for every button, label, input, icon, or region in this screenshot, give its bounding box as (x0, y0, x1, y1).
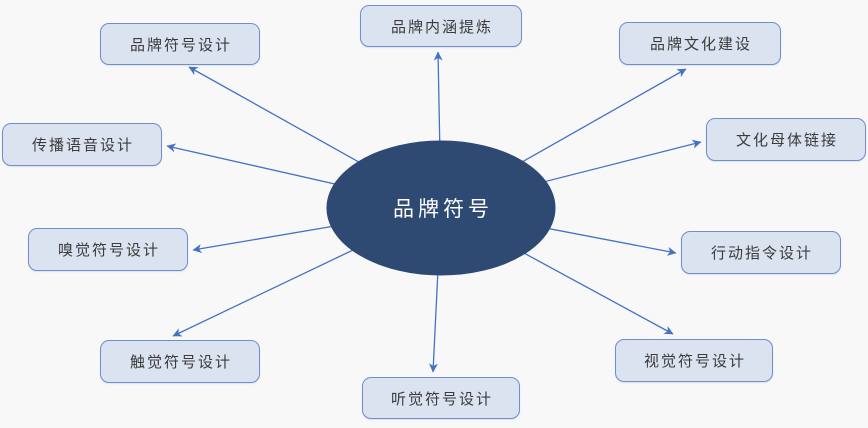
node-culture-matrix-link[interactable]: 文化母体链接 (706, 118, 866, 161)
node-auditory-symbol-design[interactable]: 听觉符号设计 (362, 377, 520, 419)
node-olfactory-symbol-design[interactable]: 嗅觉符号设计 (28, 228, 188, 271)
node-tactile-symbol-design[interactable]: 触觉符号设计 (100, 340, 260, 383)
node-brand-connotation-refine[interactable]: 品牌内涵提炼 (360, 5, 522, 47)
node-action-command-design[interactable]: 行动指令设计 (681, 231, 841, 274)
node-brand-symbol-design[interactable]: 品牌符号设计 (100, 23, 260, 65)
center-ellipse[interactable] (326, 140, 556, 276)
node-communication-voice-design[interactable]: 传播语音设计 (2, 123, 162, 166)
node-visual-symbol-design[interactable]: 视觉符号设计 (615, 339, 773, 382)
node-brand-culture-building[interactable]: 品牌文化建设 (619, 22, 781, 65)
